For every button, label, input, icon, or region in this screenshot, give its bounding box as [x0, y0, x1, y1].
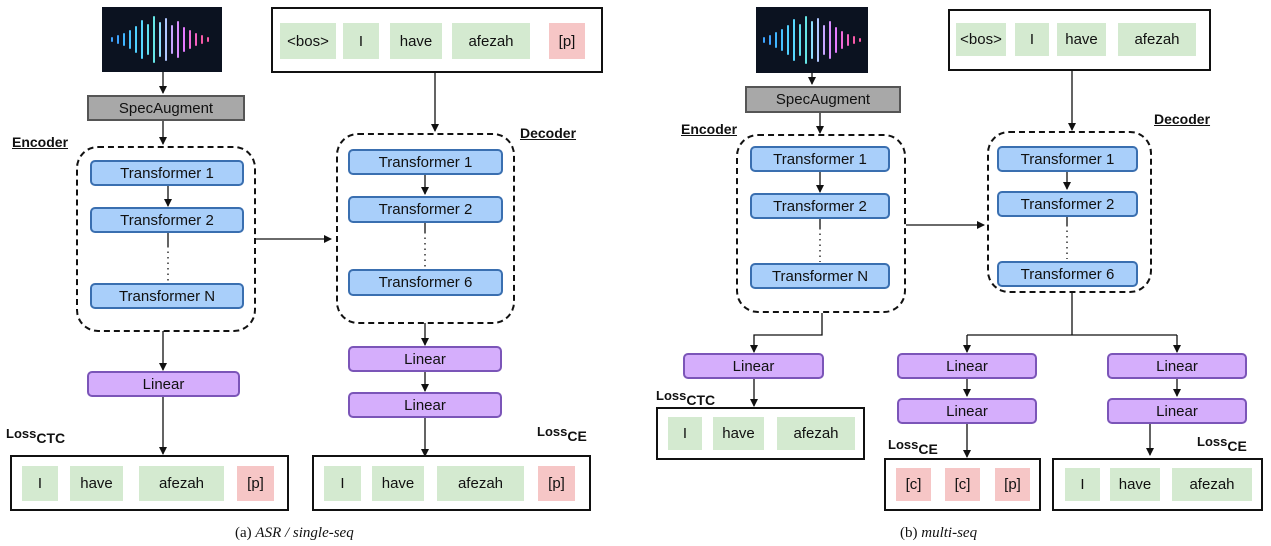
- ce-loss-label: LossCE: [537, 424, 587, 444]
- output-token: have: [713, 417, 764, 450]
- specaugment-block: SpecAugment: [745, 86, 901, 113]
- output-token: have: [1110, 468, 1160, 501]
- decoder-transformer-1: Transformer 1: [997, 146, 1138, 172]
- input-token: have: [1057, 23, 1106, 56]
- decoder-stack: [336, 133, 515, 324]
- encoder-linear: Linear: [683, 353, 824, 379]
- ce-loss-label: LossCE: [888, 437, 938, 457]
- caption-b: (b) multi-seq: [900, 525, 978, 541]
- input-token: <bos>: [280, 23, 336, 59]
- output-token: I: [22, 466, 58, 501]
- output-token-special: [c]: [945, 468, 980, 501]
- output-token: afezah: [777, 417, 855, 450]
- decoder-transformer-1: Transformer 1: [348, 149, 503, 175]
- decoder-linear-2: Linear: [348, 392, 502, 418]
- encoder-label: Encoder: [12, 134, 69, 150]
- output-token: I: [1065, 468, 1100, 501]
- specaugment-block: SpecAugment: [87, 95, 245, 121]
- encoder-transformer-n: Transformer N: [750, 263, 890, 289]
- encoder-transformer-n: Transformer N: [90, 283, 244, 309]
- decoder-label: Decoder: [1154, 111, 1211, 127]
- decoder-stack: [987, 131, 1152, 293]
- encoder-transformer-2: Transformer 2: [750, 193, 890, 219]
- output-token: have: [70, 466, 123, 501]
- input-token: have: [390, 23, 442, 59]
- caption-a: (a) ASR / single-seq: [235, 525, 354, 541]
- decoder-transformer-6: Transformer 6: [997, 261, 1138, 287]
- decoder-transformer-2: Transformer 2: [997, 191, 1138, 217]
- decoder-label: Decoder: [520, 125, 577, 141]
- waveform-icon: [763, 16, 861, 64]
- output-token: afezah: [139, 466, 224, 501]
- decoder-transformer-6: Transformer 6: [348, 269, 503, 296]
- input-token: <bos>: [956, 23, 1006, 56]
- encoder-transformer-1: Transformer 1: [90, 160, 244, 186]
- decoder-linear-b2: Linear: [1107, 398, 1247, 424]
- ce-loss-label: LossCE: [1197, 434, 1247, 454]
- output-token: I: [324, 466, 361, 501]
- encoder-stack: [736, 134, 906, 313]
- ctc-loss-label: LossCTC: [656, 388, 716, 408]
- output-token-special: [p]: [995, 468, 1030, 501]
- encoder-linear: Linear: [87, 371, 240, 397]
- ctc-loss-label: LossCTC: [6, 426, 66, 446]
- input-token: afezah: [1118, 23, 1196, 56]
- input-token: I: [343, 23, 379, 59]
- audio-waveform-image: [102, 7, 222, 72]
- decoder-linear-1: Linear: [348, 346, 502, 372]
- output-token: have: [372, 466, 424, 501]
- decoder-linear-a1: Linear: [897, 353, 1037, 379]
- output-token-special: [c]: [896, 468, 931, 501]
- encoder-transformer-1: Transformer 1: [750, 146, 890, 172]
- encoder-transformer-2: Transformer 2: [90, 207, 244, 233]
- output-token: afezah: [1172, 468, 1252, 501]
- input-token: afezah: [452, 23, 530, 59]
- input-token-special: [p]: [549, 23, 585, 59]
- output-token-special: [p]: [538, 466, 575, 501]
- decoder-linear-b1: Linear: [1107, 353, 1247, 379]
- encoder-label: Encoder: [681, 121, 738, 137]
- output-token: I: [668, 417, 702, 450]
- input-token: I: [1015, 23, 1049, 56]
- output-token: afezah: [437, 466, 524, 501]
- waveform-icon: [111, 16, 209, 63]
- decoder-linear-a2: Linear: [897, 398, 1037, 424]
- encoder-stack: [76, 146, 256, 332]
- audio-waveform-image: [756, 7, 868, 73]
- output-token-special: [p]: [237, 466, 274, 501]
- decoder-transformer-2: Transformer 2: [348, 196, 503, 223]
